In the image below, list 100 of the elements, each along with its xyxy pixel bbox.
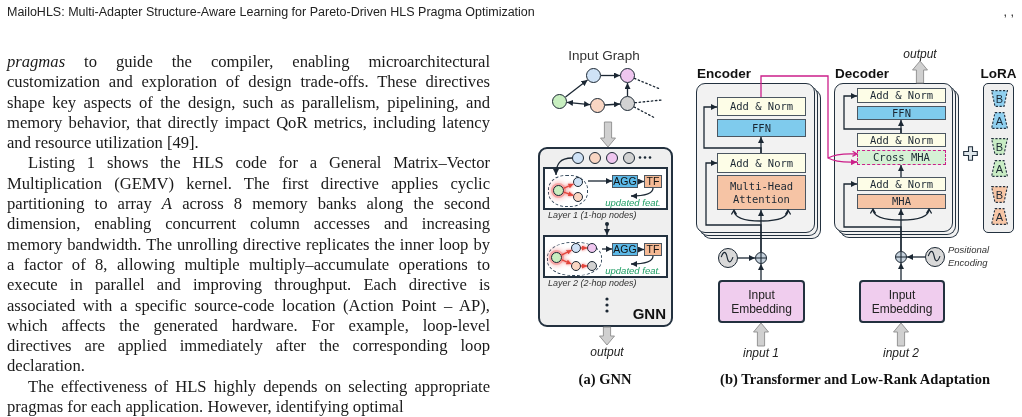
arrow — [566, 99, 591, 108]
subfigure-caption: (a) GNN — [578, 370, 632, 388]
arrow — [843, 93, 902, 134]
panel-heading: Decoder — [835, 66, 890, 81]
add-norm-block: Add & Norm — [857, 177, 946, 191]
graph-node-circle — [620, 68, 635, 83]
output-label: output — [903, 47, 937, 61]
block-arrow — [912, 60, 928, 84]
add-norm-block: Add & Norm — [717, 97, 806, 116]
arrow — [562, 183, 575, 189]
feature-label: updated feat. — [605, 197, 661, 208]
graph-node-circle — [572, 152, 584, 164]
feature-label: updated feat. — [605, 265, 661, 276]
add-norm-block: Add & Norm — [717, 153, 806, 173]
arrow — [898, 164, 904, 178]
dotted-line — [634, 99, 663, 104]
attention-block: MHA — [857, 194, 946, 209]
layer-caption: Layer 1 (1-hop nodes) — [548, 210, 637, 221]
graph-heading: Input Graph — [568, 48, 640, 64]
graph-node-circle — [589, 152, 601, 164]
arrow — [580, 245, 588, 251]
arrow — [637, 246, 645, 253]
gnn-panel — [538, 147, 673, 327]
trapezoid-block: B — [991, 186, 1008, 203]
block-arrow — [753, 322, 769, 347]
attention-block: Multi-Head Attention — [717, 175, 806, 210]
trapezoid-block: A — [991, 208, 1008, 225]
graph-node-circle — [590, 98, 605, 113]
subfigure-caption: (b) Transformer and Low-Rank Adaptation — [720, 370, 990, 388]
body-paragraph: Listing 1 shows the HLS code for a General Matrix–Vector Multiplication (GEMV) kernel. The first directive applies cyclic partitioning to array A across 8 memory banks along the second dimension, enabling concurrent column accesses and increasing memory bandwidth. The unrolling directive replicates the inner loop by a factor of 8, allowing multiple multiply–accumulate operations to execute in parallel and improving throughput. Each directive is associated with a specific source-code location (Action Point – AP), which affects the generated hardware. For example, loop-level directives are applied immediately after the corresponding loop declaration. — [7, 153, 490, 377]
arrow — [758, 263, 764, 281]
dotted-line — [633, 106, 656, 119]
agg-block: AGG — [612, 175, 638, 188]
output-label: output — [590, 345, 624, 359]
graph-node-circle — [586, 68, 601, 83]
arrow — [564, 79, 589, 98]
graph-node-circle — [571, 243, 581, 253]
layer-caption: Layer 2 (2-hop nodes) — [548, 278, 637, 289]
side-caption: Positional Encoding — [948, 243, 991, 269]
circled-plus-icon — [755, 252, 767, 264]
cross-attention-block: Cross MHA — [857, 150, 946, 165]
neighborhood-outline — [548, 175, 588, 207]
block-arrow — [600, 121, 616, 148]
arrow — [630, 255, 654, 267]
embedding-block: Input Embedding — [859, 280, 945, 323]
arrow — [906, 254, 926, 260]
tf-block: TF — [644, 175, 662, 188]
graph-node-circle — [573, 192, 583, 202]
trapezoid-block: A — [991, 160, 1008, 177]
trapezoid-block: B — [991, 90, 1008, 107]
arrow — [604, 222, 610, 236]
sine-wave-icon — [718, 248, 738, 268]
arrow — [630, 187, 654, 199]
header-mark: , , — [1003, 5, 1014, 20]
circled-plus-icon — [895, 251, 907, 263]
trapezoid-block: B — [991, 138, 1008, 155]
graph-node-circle — [623, 152, 635, 164]
embedding-block: Input Embedding — [718, 280, 805, 323]
block-arrow — [893, 322, 909, 347]
arrow — [843, 181, 902, 252]
arrow — [624, 82, 631, 97]
graph-node-circle — [553, 185, 564, 196]
graph-node-circle — [587, 261, 597, 271]
arrow — [737, 255, 756, 261]
add-norm-block: Add & Norm — [857, 133, 946, 147]
arrow — [563, 191, 574, 197]
ffn-block: FFN — [717, 119, 806, 137]
graph-node-circle — [551, 252, 562, 263]
body-paragraph: The effectiveness of HLS highly depends on selecting appropriate pragmas for each application. However, identifying optimal — [7, 376, 490, 417]
panel-heading: Encoder — [697, 66, 751, 81]
running-header: MailoHLS: Multi-Adapter Structure-Aware Learning for Pareto-Driven HLS Pragma Optimization — [7, 5, 535, 20]
arrow — [560, 259, 573, 265]
add-norm-block: Add & Norm — [857, 88, 946, 103]
arrow — [601, 246, 613, 252]
tf-block: TF — [644, 243, 662, 256]
arrow — [600, 72, 621, 79]
panel-heading: LoRA — [980, 66, 1017, 81]
arrow — [604, 101, 621, 108]
arrow — [560, 249, 573, 256]
arrow — [637, 178, 645, 185]
arrow — [553, 157, 573, 176]
input-label: input 1 — [743, 346, 779, 360]
graph-node-circle — [571, 261, 581, 271]
input-label: input 2 — [883, 346, 919, 360]
graph-node-circle — [620, 96, 635, 111]
arrow — [703, 104, 762, 154]
body-paragraph: pragmas to guide the compiler, enabling microarchitectural customization and exploration of design trade-offs. These directives shape key aspects of the design, such as parallelism, pipelining, and memory behavior, that directly impact QoR metrics, including latency and resource utilization [49]. — [7, 52, 490, 154]
trapezoid-block: A — [991, 112, 1008, 129]
block-arrow — [599, 326, 615, 346]
arrow — [760, 75, 858, 166]
graph-node-circle — [587, 243, 597, 253]
agg-block: AGG — [612, 243, 638, 256]
graph-node-circle — [606, 152, 618, 164]
arrow — [705, 160, 762, 253]
arrow — [587, 178, 613, 184]
arrow — [580, 263, 588, 269]
panel-label: GNN — [632, 305, 666, 322]
ffn-block: FFN — [857, 106, 946, 120]
dotted-line — [633, 77, 661, 90]
neighborhood-outline — [547, 242, 602, 276]
